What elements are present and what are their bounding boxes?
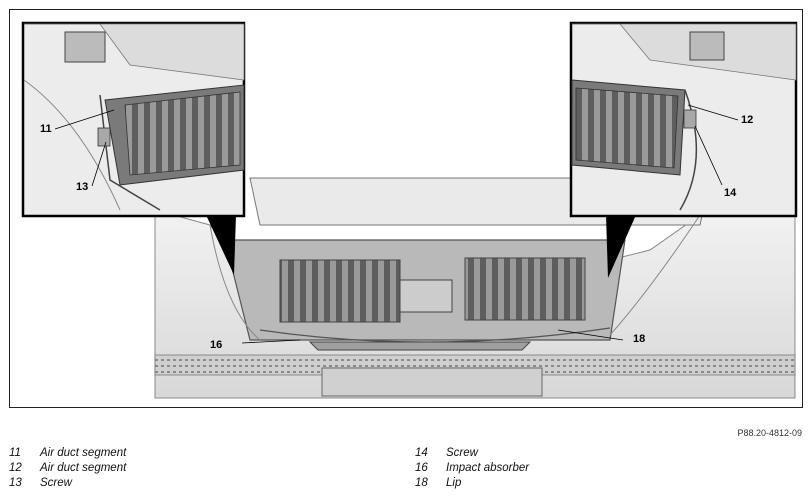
callout-16: 16 xyxy=(210,339,223,351)
right-detail-inset xyxy=(569,21,798,218)
right-pointer-wedge xyxy=(606,215,636,278)
legend-number: 16 xyxy=(415,462,428,474)
legend-item: 14 Screw xyxy=(415,446,529,461)
callout-13: 13 xyxy=(76,181,89,193)
legend-left: 11 Air duct segment 12 Air duct segment … xyxy=(9,446,126,491)
figure-id: P88.20-4812-09 xyxy=(737,428,802,438)
left-detail-inset xyxy=(21,21,246,218)
legend-item: 16 Impact absorber xyxy=(415,461,529,476)
vehicle-front-illustration xyxy=(21,21,798,399)
left-pointer-wedge xyxy=(206,215,236,275)
legend-item: 18 Lip xyxy=(415,476,529,491)
legend-number: 11 xyxy=(9,447,21,459)
legend-right: 14 Screw 16 Impact absorber 18 Lip xyxy=(415,446,529,491)
legend-item: 11 Air duct segment xyxy=(9,446,126,461)
callout-14: 14 xyxy=(724,187,737,199)
legend-number: 18 xyxy=(415,477,428,489)
callout-12: 12 xyxy=(741,114,754,126)
legend-number: 13 xyxy=(9,477,22,489)
figure-frame: 11 12 13 14 16 18 xyxy=(9,9,803,408)
legend-number: 14 xyxy=(415,447,428,459)
legend-label: Screw xyxy=(40,477,72,489)
legend-number: 12 xyxy=(9,462,22,474)
main-view xyxy=(154,177,796,399)
legend-label: Air duct segment xyxy=(40,462,127,474)
callout-18: 18 xyxy=(633,333,646,345)
callout-11: 11 xyxy=(40,123,52,135)
legend-label: Impact absorber xyxy=(446,462,530,474)
legend-item: 13 Screw xyxy=(9,476,126,491)
legend-label: Lip xyxy=(446,477,462,489)
legend-label: Screw xyxy=(446,447,478,459)
legend-label: Air duct segment xyxy=(40,447,127,459)
legend-item: 12 Air duct segment xyxy=(9,461,126,476)
